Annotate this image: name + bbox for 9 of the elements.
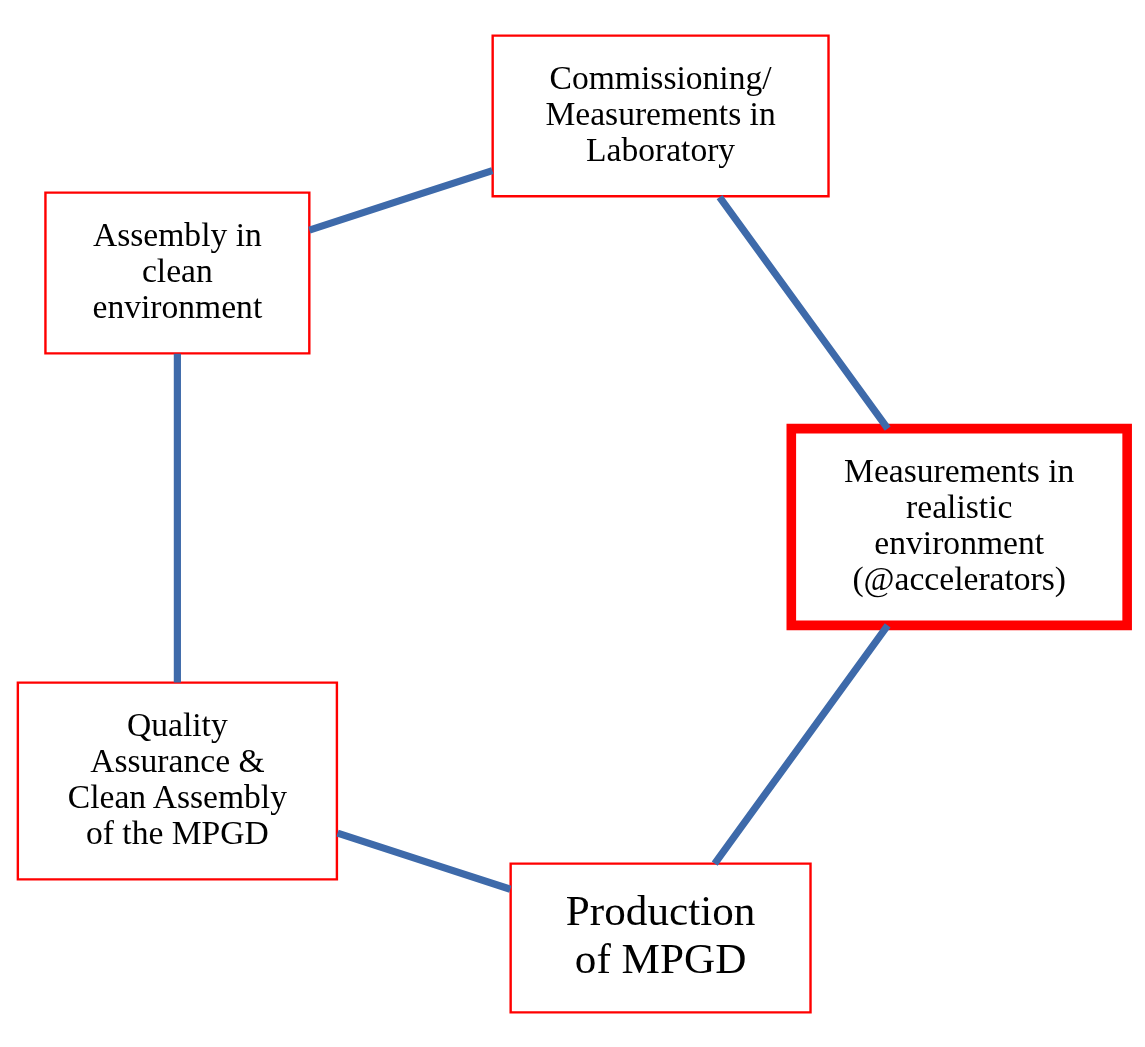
connector — [716, 194, 891, 431]
connector — [711, 622, 891, 866]
node-box: Production of MPGD — [509, 861, 812, 1014]
node-box: Commissioning/ Measurements in Laboratory — [491, 33, 830, 197]
node-box: Assembly in clean environment — [44, 190, 311, 355]
connector — [308, 166, 494, 233]
node-box: Quality Assurance & Clean Assembly of the MPGD — [16, 680, 339, 881]
connector — [336, 829, 512, 893]
node-box: Measurements in realistic environment (@accelerators) — [786, 423, 1132, 630]
